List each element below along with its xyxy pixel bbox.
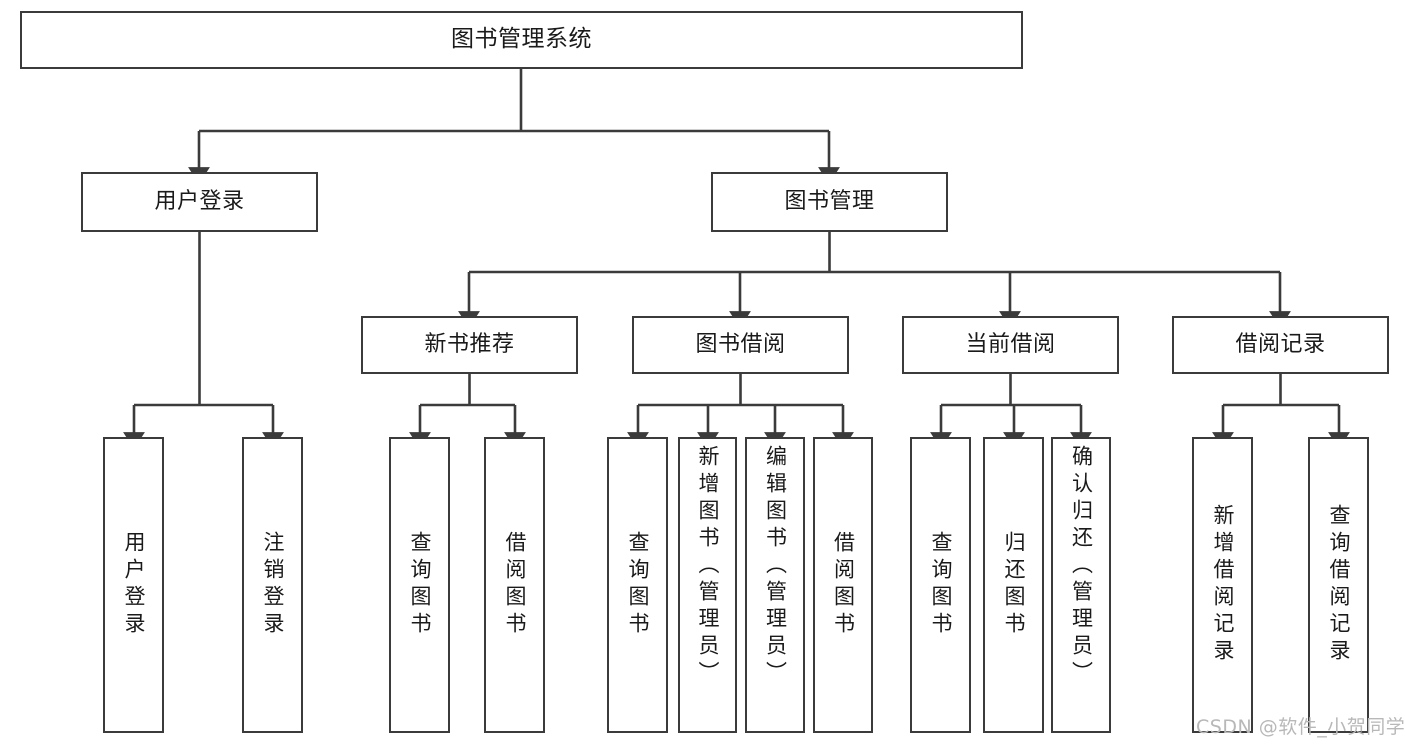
node-label: 查询借阅记录 bbox=[1327, 504, 1351, 666]
node-label: 借阅图书 bbox=[503, 531, 527, 639]
node-label: 用户登录 bbox=[122, 531, 146, 639]
node-label: 用户登录 bbox=[154, 189, 245, 215]
node-label: 当前借阅 bbox=[965, 332, 1056, 358]
node-label: 编辑图书（管理员） bbox=[763, 445, 788, 688]
node-leaf-edit-book-admin[interactable]: 编辑图书（管理员） bbox=[745, 437, 805, 733]
node-label: 借阅记录 bbox=[1235, 332, 1326, 358]
node-label: 查询图书 bbox=[408, 531, 432, 639]
node-book-management-system[interactable]: 图书管理系统 bbox=[20, 11, 1023, 69]
node-leaf-borrow-book[interactable]: 借阅图书 bbox=[813, 437, 873, 733]
node-book-management[interactable]: 图书管理 bbox=[711, 172, 948, 232]
csdn-watermark: CSDN @软件_小贺同学 bbox=[1196, 716, 1405, 738]
node-label: 新增借阅记录 bbox=[1211, 504, 1235, 666]
node-leaf-logout-login[interactable]: 注销登录 bbox=[242, 437, 303, 733]
node-leaf-query-book-borrow[interactable]: 查询图书 bbox=[607, 437, 668, 733]
node-label: 归还图书 bbox=[1002, 531, 1026, 639]
node-current-borrow[interactable]: 当前借阅 bbox=[902, 316, 1119, 374]
node-leaf-query-book-current[interactable]: 查询图书 bbox=[910, 437, 971, 733]
node-label: 借阅图书 bbox=[831, 531, 856, 639]
node-label: 查询图书 bbox=[626, 531, 650, 639]
node-label: 注销登录 bbox=[261, 531, 285, 639]
node-leaf-add-book-admin[interactable]: 新增图书（管理员） bbox=[678, 437, 737, 733]
node-leaf-query-book-recommend[interactable]: 查询图书 bbox=[389, 437, 450, 733]
node-label: 确认归还（管理员） bbox=[1069, 445, 1094, 688]
node-leaf-confirm-return-admin[interactable]: 确认归还（管理员） bbox=[1051, 437, 1111, 733]
node-leaf-add-borrow-record[interactable]: 新增借阅记录 bbox=[1192, 437, 1253, 733]
node-new-book-recommend[interactable]: 新书推荐 bbox=[361, 316, 578, 374]
node-leaf-query-borrow-record[interactable]: 查询借阅记录 bbox=[1308, 437, 1369, 733]
node-leaf-borrow-book-recommend[interactable]: 借阅图书 bbox=[484, 437, 545, 733]
node-label: 图书管理 bbox=[784, 189, 875, 215]
node-leaf-return-book[interactable]: 归还图书 bbox=[983, 437, 1044, 733]
node-label: 新书推荐 bbox=[424, 332, 515, 358]
node-borrow-record[interactable]: 借阅记录 bbox=[1172, 316, 1389, 374]
node-label: 查询图书 bbox=[929, 531, 953, 639]
node-leaf-user-login[interactable]: 用户登录 bbox=[103, 437, 164, 733]
node-label: 图书借阅 bbox=[695, 332, 786, 358]
node-book-borrow[interactable]: 图书借阅 bbox=[632, 316, 849, 374]
node-label: 新增图书（管理员） bbox=[696, 445, 720, 688]
node-user-login[interactable]: 用户登录 bbox=[81, 172, 318, 232]
node-label: 图书管理系统 bbox=[451, 26, 592, 53]
